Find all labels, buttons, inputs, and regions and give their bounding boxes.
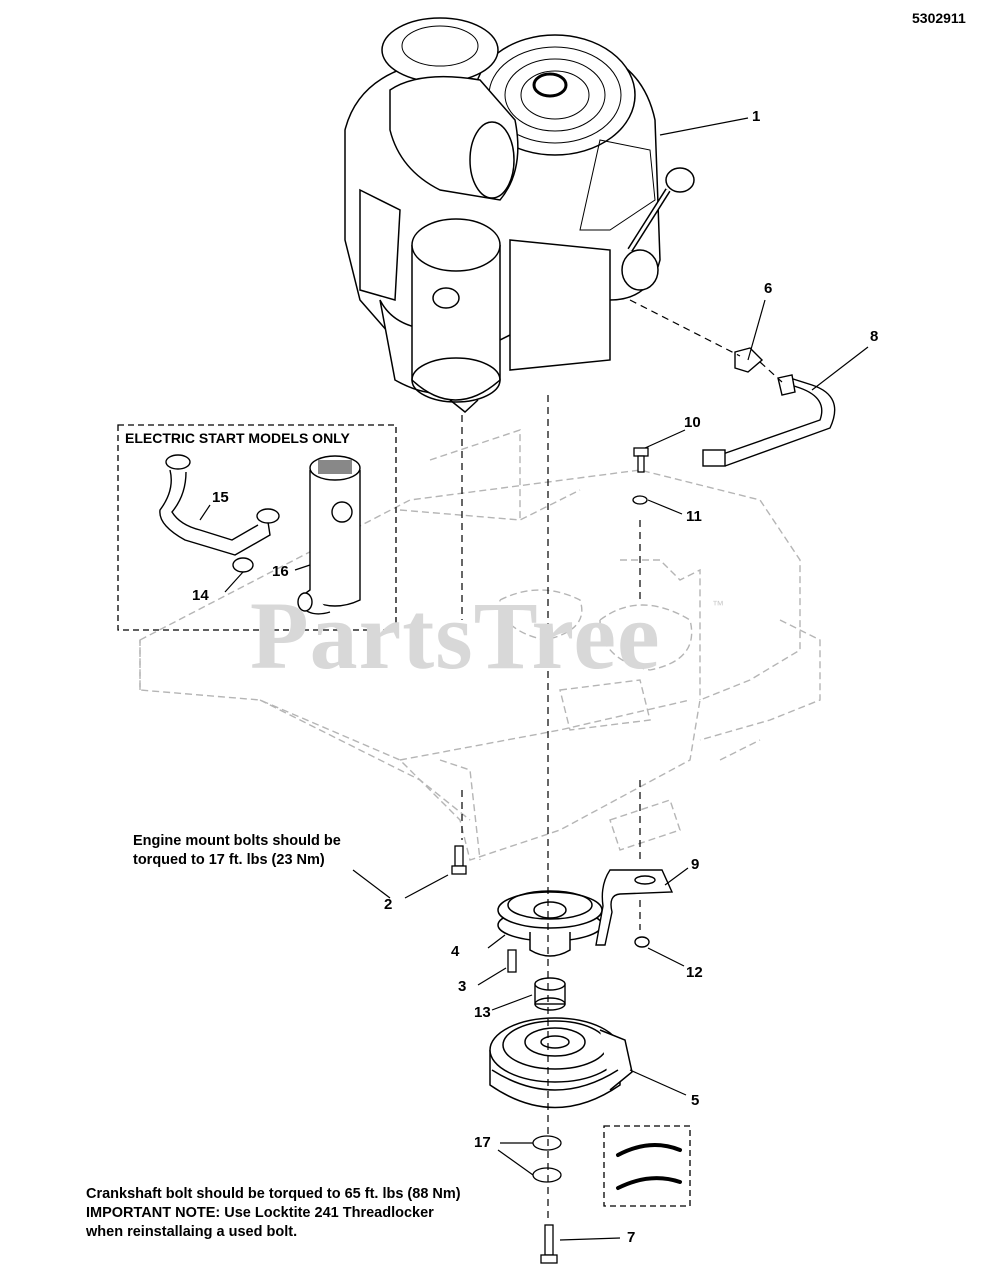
clutch-5 xyxy=(489,1017,633,1109)
callout-14: 14 xyxy=(192,587,209,604)
bolt-10 xyxy=(633,447,649,473)
callout-10: 10 xyxy=(684,414,701,431)
deck-frame-phantom xyxy=(139,429,821,861)
washer-17b xyxy=(532,1167,562,1183)
crankshaft-note-line1: Crankshaft bolt should be torqued to 65 … xyxy=(86,1186,461,1202)
bolt-7 xyxy=(540,1224,558,1264)
watermark-trademark: ™ xyxy=(712,598,724,612)
retaining-rings-box xyxy=(603,1125,691,1207)
callout-13: 13 xyxy=(474,1004,491,1021)
callout-9: 9 xyxy=(691,856,700,873)
crankshaft-note-line2: IMPORTANT NOTE: Use Locktite 241 Threadl… xyxy=(86,1205,434,1221)
electric-start-box xyxy=(117,424,397,631)
engine-assembly xyxy=(344,17,695,395)
callout-4: 4 xyxy=(451,943,460,960)
callout-11: 11 xyxy=(686,508,702,525)
engine-mount-note-line2: torqued to 17 ft. lbs (23 Nm) xyxy=(133,852,325,868)
pulley-4 xyxy=(497,890,603,957)
exhaust-pipe-15 xyxy=(159,454,280,573)
crankshaft-note-line3: when reinstallaing a used bolt. xyxy=(86,1224,298,1240)
callout-12: 12 xyxy=(686,964,703,981)
washer-11 xyxy=(632,495,648,505)
callout-17: 17 xyxy=(474,1134,491,1151)
callout-8: 8 xyxy=(870,328,879,345)
engine-mount-note-line1: Engine mount bolts should be xyxy=(133,833,341,849)
bracket-9 xyxy=(595,869,674,946)
muffler xyxy=(411,218,501,413)
key-3 xyxy=(507,949,517,973)
watermark: PartsTree xyxy=(250,582,661,689)
nut-12 xyxy=(634,936,650,948)
bearing-13 xyxy=(534,977,566,1011)
assembly-centerlines xyxy=(461,299,783,1220)
callout-6: 6 xyxy=(764,280,773,297)
muffler-16 xyxy=(297,455,361,615)
hose-8 xyxy=(702,374,836,467)
callout-1: 1 xyxy=(752,108,761,125)
callout-7: 7 xyxy=(627,1229,636,1246)
leader-lines xyxy=(199,117,869,1241)
electric-start-title: ELECTRIC START MODELS ONLY xyxy=(125,430,350,446)
callout-15: 15 xyxy=(212,489,229,506)
callout-2: 2 xyxy=(384,896,393,913)
document-number: 5302911 xyxy=(912,10,966,26)
callout-3: 3 xyxy=(458,978,467,995)
washer-17a xyxy=(532,1135,562,1151)
bolt-2 xyxy=(451,845,467,875)
callout-5: 5 xyxy=(691,1092,700,1109)
callout-16: 16 xyxy=(272,563,289,580)
